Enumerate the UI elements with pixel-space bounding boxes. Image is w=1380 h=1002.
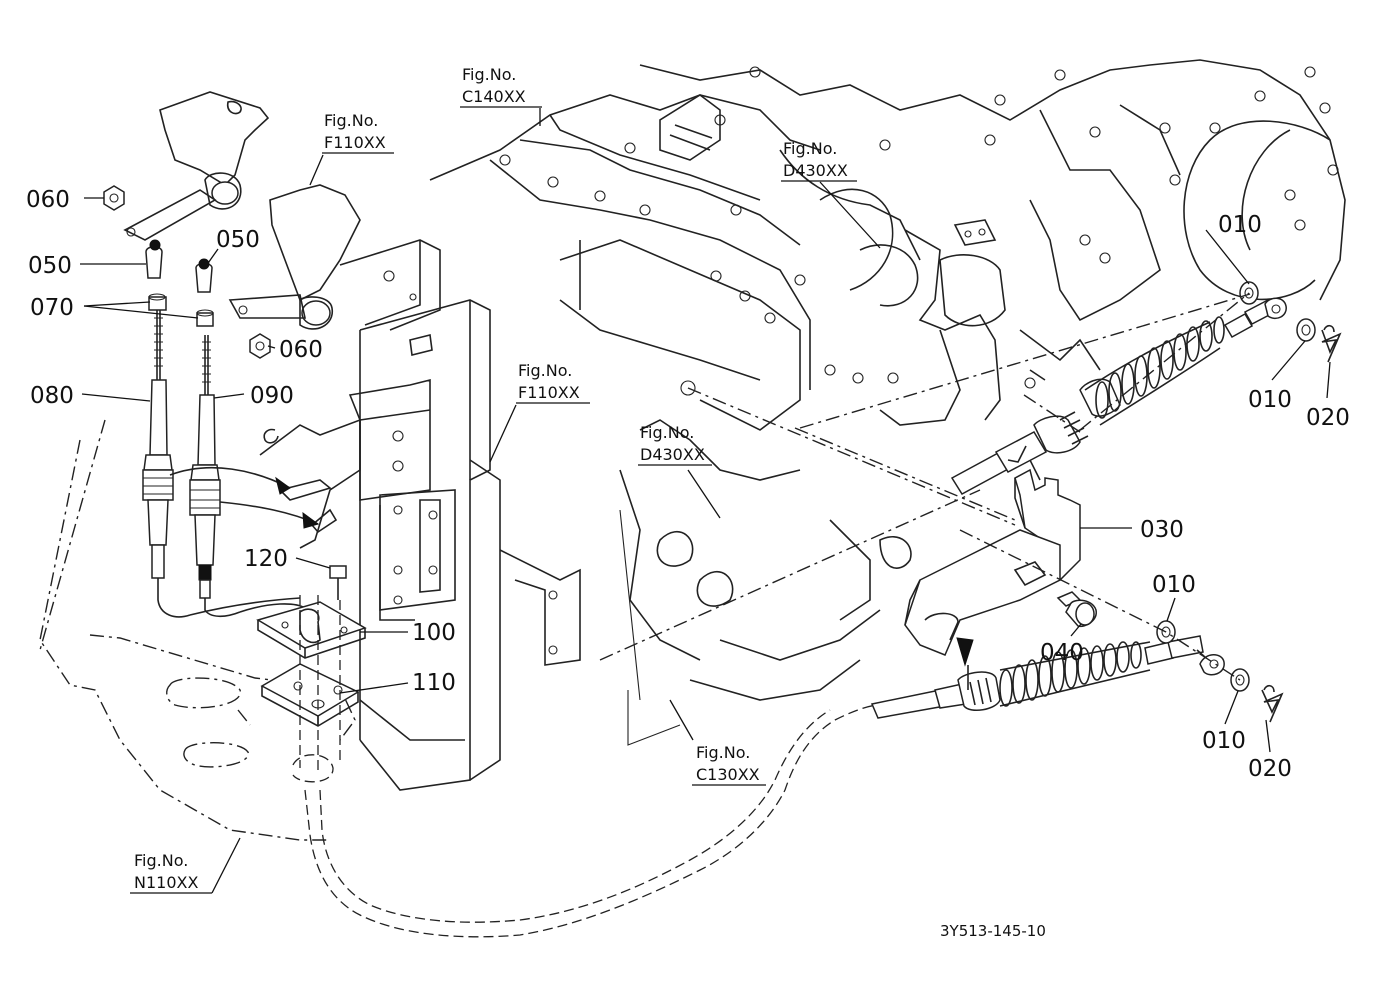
- fig-ref-text: Fig.No.: [783, 139, 837, 158]
- main-frame: [429, 66, 912, 746]
- fig-ref-c140: Fig.No. C140XX: [460, 65, 542, 108]
- part-020-a: 020: [1306, 405, 1350, 431]
- part-060-low: 060: [279, 337, 323, 363]
- lever-assembly: [123, 91, 361, 330]
- fig-ref-text: F110XX: [324, 133, 386, 152]
- transmission-housing: [639, 59, 1346, 481]
- fig-ref-text: Fig.No.: [462, 65, 516, 84]
- part-050-left: 050: [28, 253, 72, 279]
- part-020-b: 020: [1248, 756, 1292, 782]
- part-050-right: 050: [216, 227, 260, 253]
- fig-ref-text: Fig.No.: [518, 361, 572, 380]
- fig-ref-n110: Fig.No. N110XX: [130, 851, 212, 894]
- fig-ref-text: Fig.No.: [324, 111, 378, 130]
- fig-ref-text: D430XX: [640, 445, 705, 464]
- fig-ref-f110-top: Fig.No. F110XX: [322, 111, 394, 154]
- fig-ref-c130: Fig.No. C130XX: [692, 743, 766, 786]
- control-cables: [142, 300, 320, 618]
- part-060-top: 060: [26, 187, 70, 213]
- bolt-040: [1056, 591, 1097, 628]
- leader-lines: [80, 108, 1331, 894]
- panel-bracket: [259, 239, 581, 791]
- part-070: 070: [30, 295, 74, 321]
- part-010-d: 010: [1202, 728, 1246, 754]
- fig-ref-text: Fig.No.: [640, 423, 694, 442]
- fig-ref-text: Fig.No.: [696, 743, 750, 762]
- part-080: 080: [30, 383, 74, 409]
- fig-ref-text: Fig.No.: [134, 851, 188, 870]
- part-030: 030: [1140, 517, 1184, 543]
- fig-ref-text: F110XX: [518, 383, 580, 402]
- fig-ref-text: N110XX: [134, 873, 198, 892]
- cab-floor-outline: [39, 419, 356, 841]
- part-090: 090: [250, 383, 294, 409]
- fig-ref-d430-top: Fig.No. D430XX: [781, 139, 857, 182]
- part-120: 120: [244, 546, 288, 572]
- part-040: 040: [1040, 640, 1084, 666]
- small-hardware-left: [103, 185, 881, 938]
- fig-ref-text: D430XX: [783, 161, 848, 180]
- part-010-b: 010: [1248, 387, 1292, 413]
- part-100: 100: [412, 620, 456, 646]
- center-lines: [687, 292, 1251, 681]
- part-010-c: 010: [1152, 572, 1196, 598]
- part-callouts: 060 050 050 070 060 080 090 120 100 110 …: [26, 187, 1350, 782]
- cable-assembly-upper: [950, 297, 1287, 495]
- fig-ref-d430-mid: Fig.No. D430XX: [638, 423, 712, 466]
- bracket-030: [904, 468, 1081, 690]
- part-110: 110: [412, 670, 456, 696]
- fig-ref-text: C130XX: [696, 765, 760, 784]
- fig-ref-f110-mid: Fig.No. F110XX: [516, 361, 590, 404]
- part-010-a: 010: [1218, 212, 1262, 238]
- divider-line: [599, 489, 981, 661]
- fig-ref-text: C140XX: [462, 87, 526, 106]
- drawing-code: 3Y513-145-10: [940, 922, 1046, 940]
